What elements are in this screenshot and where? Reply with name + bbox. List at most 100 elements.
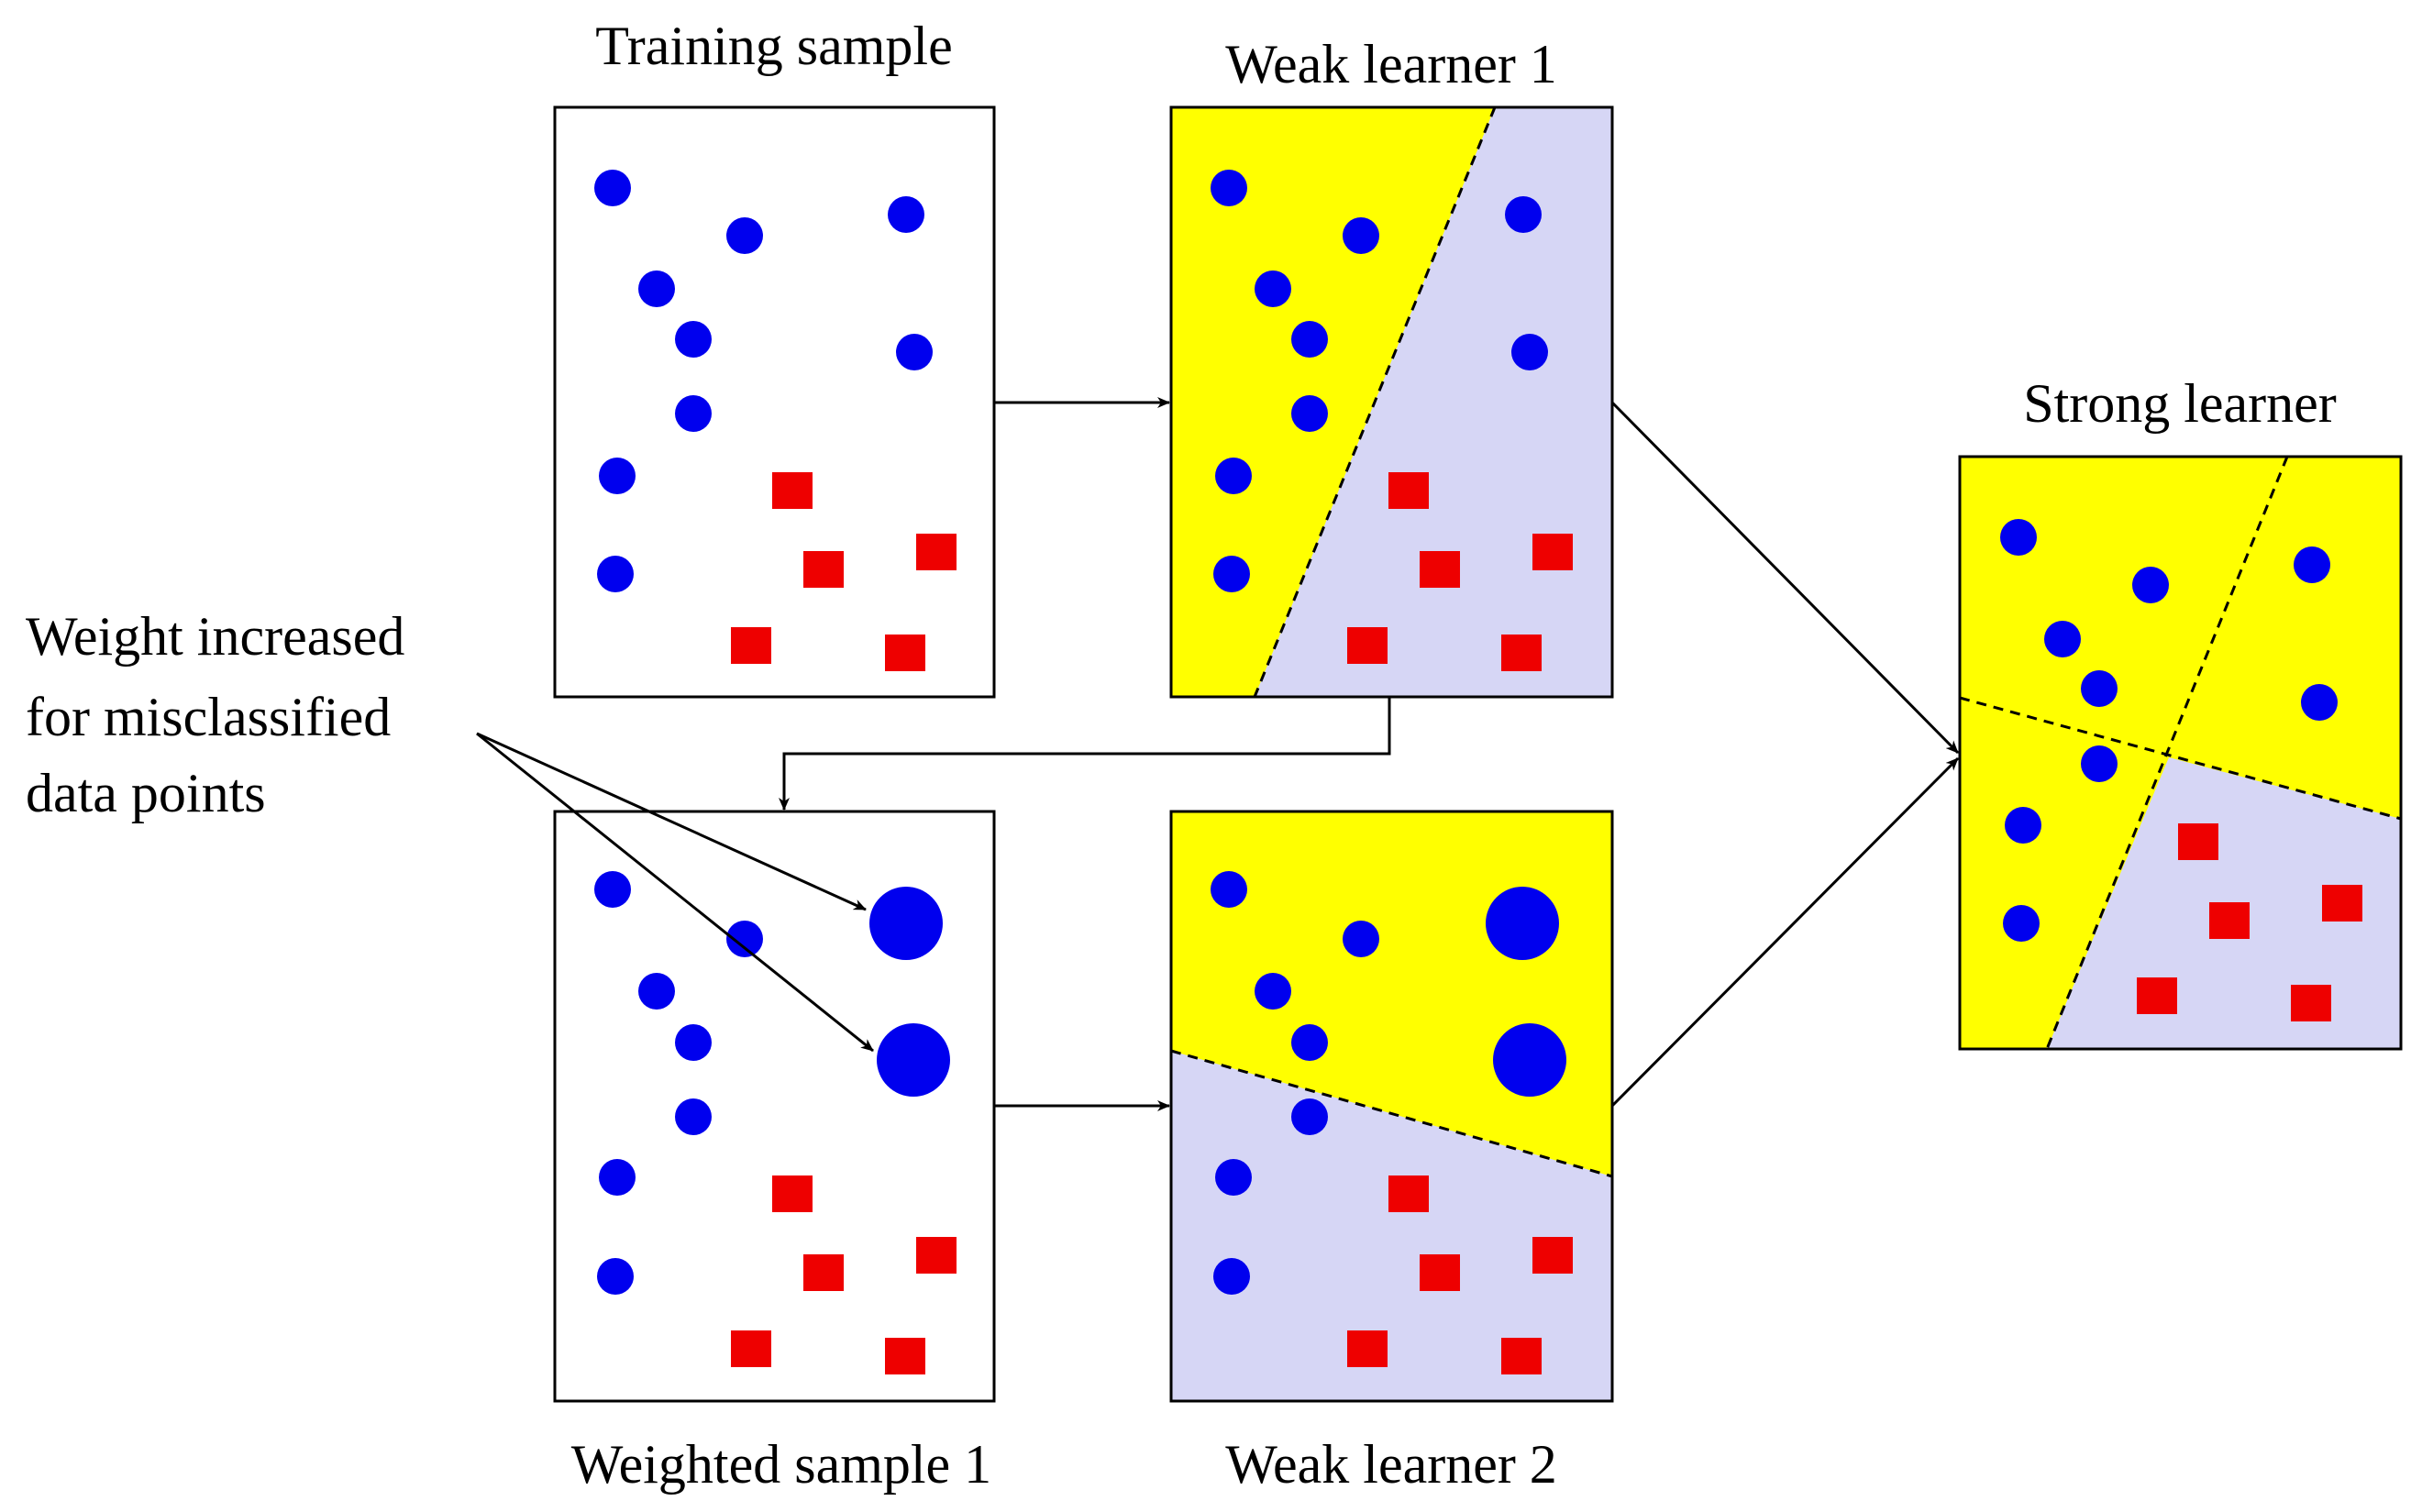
square-point	[2209, 902, 2250, 939]
decision-boundary	[2045, 456, 2289, 1050]
arrow-weak-1-to-weighted-sample	[779, 697, 1391, 811]
weighted-circle-point	[869, 887, 943, 960]
circle-point	[1343, 921, 1379, 957]
square-point	[1347, 627, 1388, 664]
circle-point	[1211, 871, 1247, 908]
square-point	[1388, 1175, 1429, 1212]
circle-point	[1255, 270, 1291, 307]
circle-point	[896, 334, 933, 370]
square-point	[1532, 1237, 1573, 1274]
annotation-line-1: Weight increased	[26, 606, 404, 667]
weak-learner-2-label: Weak learner 2	[1225, 1434, 1557, 1495]
decision-boundary	[1170, 1049, 1613, 1178]
circle-point	[1211, 170, 1247, 206]
circle-point	[888, 196, 924, 233]
strong-learner-label: Strong learner	[2023, 373, 2337, 434]
square-point	[2137, 977, 2177, 1014]
arrow-weak-2-to-strong	[1610, 756, 1960, 1108]
circle-point	[675, 1024, 712, 1061]
annotation-line-2: for misclassified	[26, 687, 391, 747]
square-point	[731, 1330, 771, 1367]
circle-point	[1291, 395, 1328, 432]
circle-point	[1213, 556, 1250, 592]
square-point	[2291, 985, 2331, 1021]
square-point	[885, 635, 925, 671]
circle-point	[2003, 905, 2040, 942]
annotation-arrow-lower	[476, 732, 874, 1053]
weighted-circle-point	[1493, 1023, 1566, 1097]
panel-strong-learner: Strong learner	[1958, 373, 2403, 1051]
weighted-circle-point	[1486, 887, 1559, 960]
strong-learner-frame	[1958, 455, 2403, 1051]
weighted-sample-1-label: Weighted sample 1	[571, 1434, 991, 1495]
panel-weak-learner-1: Weak learner 1	[1169, 34, 1614, 699]
square-point	[803, 551, 844, 588]
weak-learner-1-points	[1211, 170, 1573, 671]
circle-point	[675, 395, 712, 432]
square-point	[885, 1338, 925, 1374]
circle-point	[599, 458, 636, 494]
weighted-circle-point	[877, 1023, 950, 1097]
square-point	[1501, 1338, 1542, 1374]
circle-point	[726, 921, 763, 957]
panel-weighted-sample-1: Weighted sample 1	[553, 810, 996, 1495]
annotation-line-3: data points	[26, 763, 266, 823]
square-point	[2178, 823, 2218, 860]
square-point	[731, 627, 771, 664]
square-point	[1388, 472, 1429, 509]
circle-point	[597, 1258, 634, 1295]
circle-point	[1511, 334, 1548, 370]
arrow-weak-1-to-strong	[1610, 401, 1960, 755]
circle-point	[594, 871, 631, 908]
square-point	[1532, 534, 1573, 570]
circle-point	[2000, 519, 2037, 556]
circle-point	[1215, 1159, 1252, 1196]
decision-boundary	[1253, 106, 1497, 698]
circle-point	[1291, 1024, 1328, 1061]
decision-boundary	[1959, 696, 2402, 821]
circle-point	[2132, 567, 2169, 603]
circle-point	[1291, 1098, 1328, 1135]
panel-weak-learner-2: Weak learner 2	[1169, 810, 1614, 1495]
weak-learner-1-label: Weak learner 1	[1225, 34, 1557, 94]
strong-learner-points	[2000, 519, 2362, 1021]
annotation-arrow-upper	[476, 732, 867, 911]
flow-arrows	[779, 397, 1960, 1111]
circle-point	[675, 1098, 712, 1135]
circle-point	[594, 170, 631, 206]
circle-point	[2044, 621, 2081, 657]
circle-point	[2081, 745, 2118, 782]
circle-point	[675, 321, 712, 358]
square-point	[1347, 1330, 1388, 1367]
weighted-sample-1-points	[594, 871, 957, 1374]
circle-point	[597, 556, 634, 592]
circle-point	[2081, 670, 2118, 707]
weak-learner-2-points	[1211, 871, 1573, 1374]
square-point	[916, 1237, 957, 1274]
circle-point	[2005, 807, 2041, 844]
square-point	[1420, 1254, 1460, 1291]
square-point	[772, 472, 813, 509]
square-point	[1501, 635, 1542, 671]
circle-point	[2301, 684, 2338, 721]
circle-point	[1505, 196, 1542, 233]
circle-point	[638, 973, 675, 1010]
annotation-weight-increased: Weight increased for misclassified data …	[26, 606, 874, 1053]
weak-learner-2-frame	[1169, 810, 1614, 1403]
circle-point	[2294, 546, 2330, 583]
negative-region	[1171, 1051, 1612, 1401]
circle-point	[1213, 1258, 1250, 1295]
training-sample-label: Training sample	[595, 16, 952, 76]
circle-point	[599, 1159, 636, 1196]
square-point	[916, 534, 957, 570]
circle-point	[1255, 973, 1291, 1010]
circle-point	[726, 217, 763, 254]
panel-training-sample: Training sample	[553, 16, 996, 699]
negative-region	[1255, 107, 1612, 697]
circle-point	[1291, 321, 1328, 358]
square-point	[1420, 551, 1460, 588]
square-point	[803, 1254, 844, 1291]
square-point	[2322, 885, 2362, 922]
circle-point	[1343, 217, 1379, 254]
